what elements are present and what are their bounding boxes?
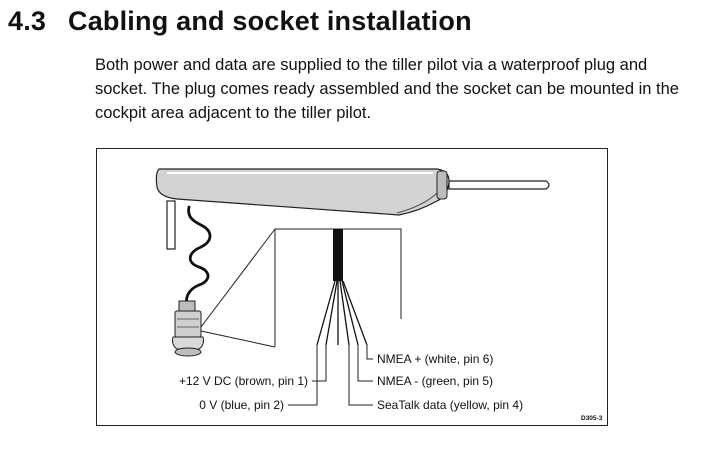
coiled-cable [185,205,212,307]
label-seatalk: SeaTalk data (yellow, pin 4) [377,398,524,412]
label-0v: 0 V (blue, pin 2) [199,398,284,412]
paragraph-line-3: cockpit area adjacent to the tiller pilo… [95,104,372,122]
figure-code: D305-3 [581,415,603,422]
plug-ring [172,336,204,350]
section-number: 4.3 [8,5,47,36]
leader-lines [288,345,373,406]
push-rod [448,180,550,190]
label-nmea-minus: NMEA - (green, pin 5) [377,374,494,388]
plug-top [178,300,196,312]
mounting-pin [166,200,176,250]
section-title: Cabling and socket installation [68,5,472,36]
paragraph-line-1: Both power and data are supplied to the … [95,56,648,74]
paragraph-line-2: socket. The plug comes ready assembled a… [95,80,679,98]
tiller-pilot-body [155,168,450,216]
wire-fan [316,280,368,346]
cable-sheath [333,229,343,281]
plug-face [174,347,202,357]
label-12v-dc: +12 V DC (brown, pin 1) [178,374,308,388]
plug-body [174,310,202,338]
section-heading: 4.3 Cabling and socket installation [8,2,472,40]
tiller-pilot-end-cap [436,170,448,200]
cabling-diagram: NMEA + (white, pin 6) NMEA - (green, pin… [96,148,608,426]
label-nmea-plus: NMEA + (white, pin 6) [377,352,494,366]
diagram-drawing [155,168,550,406]
body-paragraph: Both power and data are supplied to the … [95,53,685,125]
